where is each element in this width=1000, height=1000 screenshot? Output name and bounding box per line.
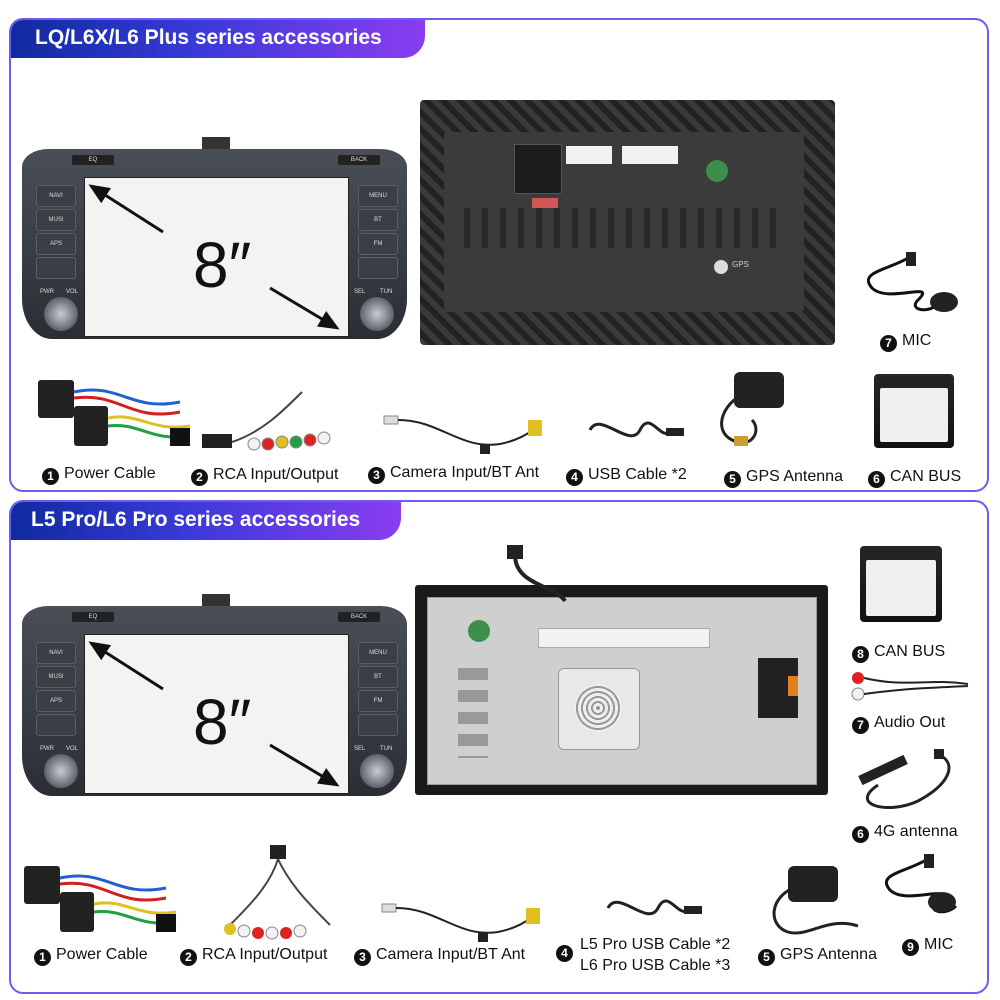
rca-cable-image — [224, 845, 331, 940]
blank-button — [36, 714, 76, 736]
usb-cable-image — [606, 899, 702, 916]
screen-size-text: 8″ — [193, 686, 252, 758]
eq-button: EQ — [72, 612, 114, 622]
rca-cable-image — [202, 391, 331, 451]
rear-panel-image: GPS — [420, 100, 835, 345]
musi-button: MUSI — [36, 209, 76, 231]
screen-size-text: 8″ — [193, 229, 252, 301]
volume-knob — [44, 297, 78, 331]
tune-knob — [360, 754, 394, 788]
screen: 8″ — [84, 634, 349, 794]
menu-button: MENU — [358, 185, 398, 207]
section-title: L5 Pro/L6 Pro series accessories — [11, 502, 401, 540]
usb-cable-image — [588, 421, 684, 438]
bt-button: BT — [358, 209, 398, 231]
menu-button: MENU — [358, 642, 398, 664]
navi-button: NAVI — [36, 642, 76, 664]
4g-antenna-image — [858, 749, 951, 809]
back-button: BACK — [338, 155, 380, 165]
screen: 8″ — [84, 177, 349, 337]
musi-button: MUSI — [36, 666, 76, 688]
tun-label: TUN — [380, 289, 393, 295]
aps-button: APS — [36, 233, 76, 255]
fm-button: FM — [358, 233, 398, 255]
gps-antenna-image — [772, 866, 859, 935]
tun-label: TUN — [380, 746, 393, 752]
head-unit-front-image: EQ BACK NAVI MUSI APS MENU BT FM PWR VOL… — [22, 594, 407, 796]
mic-image — [867, 252, 958, 312]
vol-label: VOL — [66, 289, 79, 295]
sel-label: SEL — [354, 746, 366, 752]
bt-button: BT — [358, 666, 398, 688]
pwr-label: PWR — [40, 746, 54, 752]
back-button: BACK — [338, 612, 380, 622]
blank-button — [358, 714, 398, 736]
camera-cable-image — [383, 415, 542, 454]
mic-image — [885, 854, 958, 914]
blank-button — [358, 257, 398, 279]
sel-label: SEL — [354, 289, 366, 295]
can-bus-image — [874, 374, 954, 448]
volume-knob — [44, 754, 78, 788]
aps-button: APS — [36, 690, 76, 712]
navi-button: NAVI — [36, 185, 76, 207]
power-cable-image — [38, 380, 191, 446]
pwr-label: PWR — [40, 289, 54, 295]
item-4-label: 4 L5 Pro USB Cable *2 L6 Pro USB Cable *… — [556, 934, 730, 976]
gps-port-label: GPS — [732, 260, 749, 269]
can-bus-image — [860, 546, 942, 622]
rear-panel-image — [415, 545, 828, 795]
vol-label: VOL — [66, 746, 79, 752]
tune-knob — [360, 297, 394, 331]
gps-antenna-image — [720, 372, 784, 446]
fm-button: FM — [358, 690, 398, 712]
camera-cable-image — [381, 903, 540, 942]
head-unit-front-image: EQ BACK NAVI MUSI APS MENU BT FM PWR VOL… — [22, 137, 407, 339]
blank-button — [36, 257, 76, 279]
audio-out-image — [851, 672, 969, 701]
section-title: LQ/L6X/L6 Plus series accessories — [11, 20, 425, 58]
eq-button: EQ — [72, 155, 114, 165]
power-cable-image — [24, 866, 177, 932]
